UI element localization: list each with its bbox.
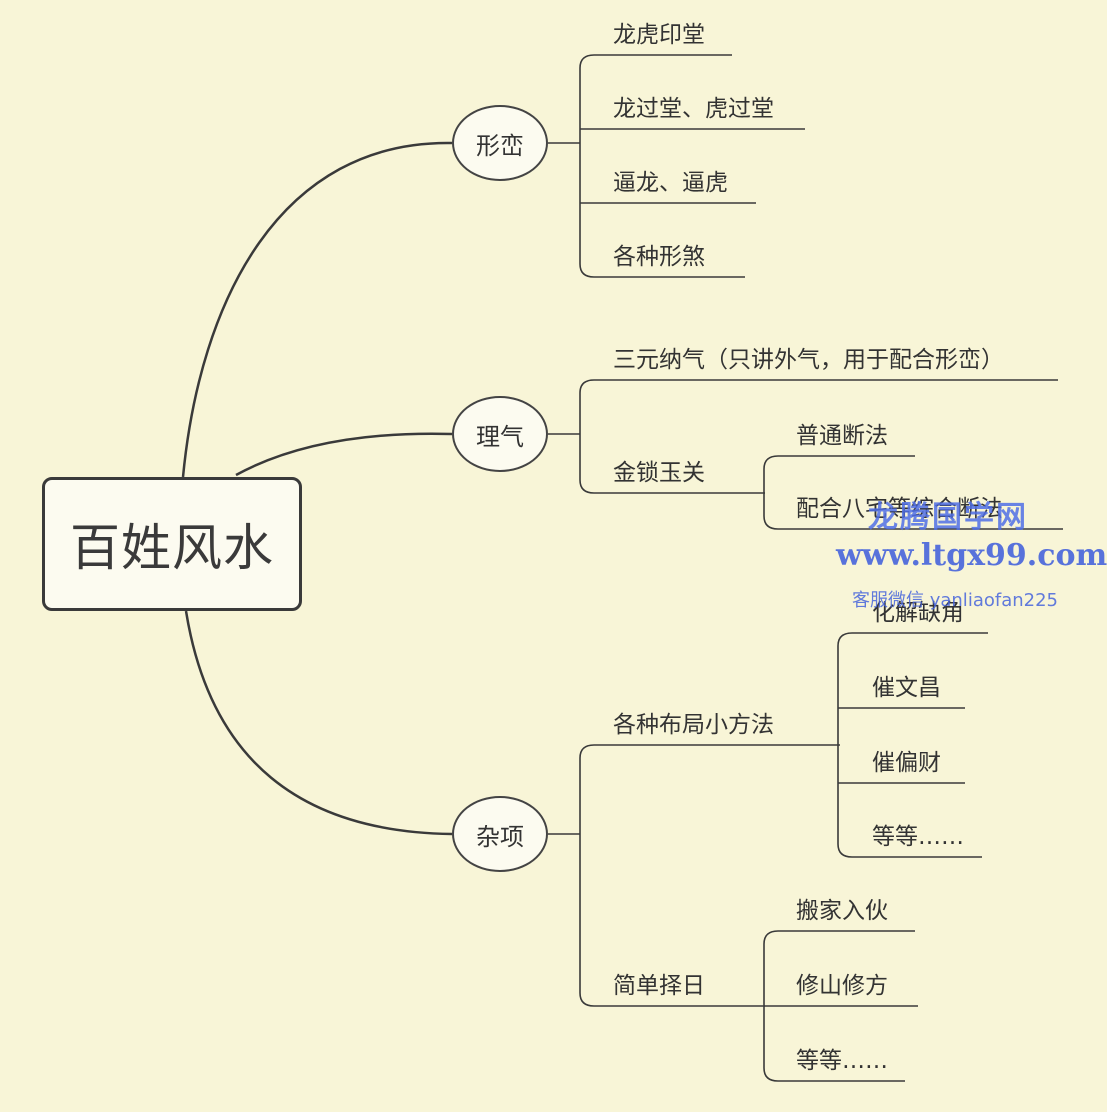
leaf-node[interactable]: 龙虎印堂 <box>613 22 705 48</box>
leaf-node[interactable]: 搬家入伙 <box>796 898 888 924</box>
connector-root-zaxiang <box>184 610 453 836</box>
watermark-site-name: 龙腾国学网 <box>868 500 1028 535</box>
subbranch-node[interactable]: 金锁玉关 <box>613 460 705 486</box>
connector-lines <box>181 54 1063 1082</box>
subbranch-node[interactable]: 各种布局小方法 <box>613 712 774 738</box>
leaf-node[interactable]: 催偏财 <box>872 750 941 776</box>
branch-node-zaxiang[interactable]: 杂项 <box>452 796 548 872</box>
leaf-node[interactable]: 各种形煞 <box>613 244 705 270</box>
watermark-url: www.ltgx99.com <box>836 538 1107 573</box>
leaf-node[interactable]: 逼龙、逼虎 <box>613 170 728 196</box>
leaf-node[interactable]: 配合八宅等综合断法 <box>796 496 1003 522</box>
root-node[interactable]: 百姓风水 <box>42 477 302 611</box>
leaf-node[interactable]: 三元纳气（只讲外气，用于配合形峦） <box>613 347 1004 373</box>
connector-root-xingluan <box>181 141 453 478</box>
subbranch-node[interactable]: 简单择日 <box>613 973 705 999</box>
leaf-node[interactable]: 龙过堂、虎过堂 <box>613 96 774 122</box>
leaf-node[interactable]: 普通断法 <box>796 423 888 449</box>
leaf-node[interactable]: 等等…… <box>796 1048 888 1074</box>
connector-root-liqi <box>235 432 453 477</box>
watermark-contact: 客服微信 yanliaofan225 <box>852 590 1058 611</box>
leaf-node[interactable]: 修山修方 <box>796 973 888 999</box>
branch-node-xingluan[interactable]: 形峦 <box>452 105 548 181</box>
leaf-node[interactable]: 催文昌 <box>872 675 941 701</box>
branch-node-liqi[interactable]: 理气 <box>452 396 548 472</box>
leaf-node[interactable]: 化解缺角 <box>872 600 964 626</box>
leaf-node[interactable]: 等等…… <box>872 824 964 850</box>
